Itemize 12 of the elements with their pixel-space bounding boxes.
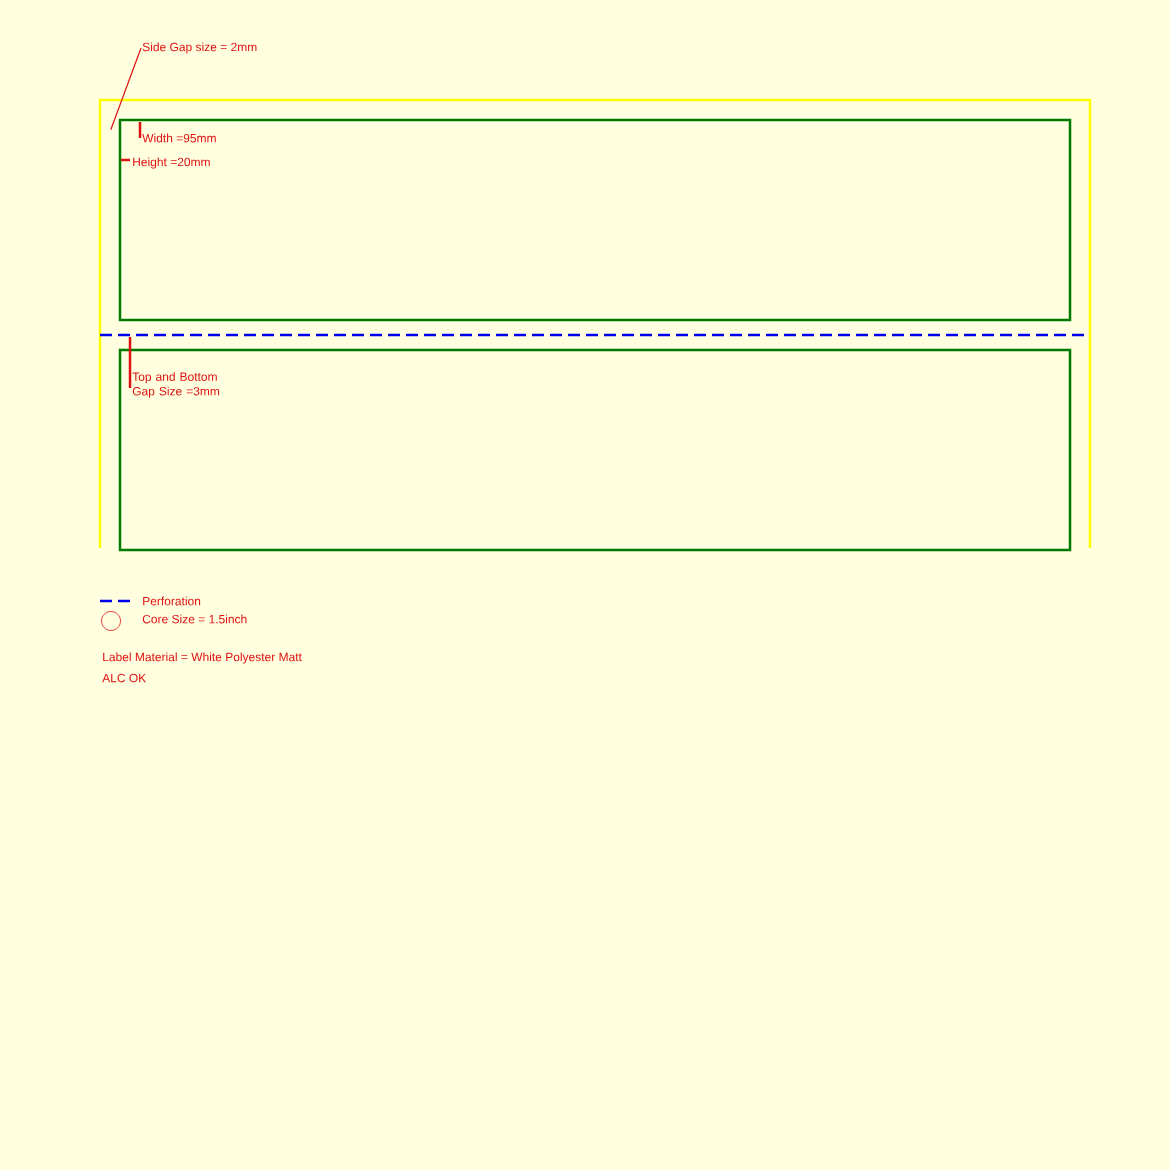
roll-outline [98, 98, 1092, 548]
legend-text: Core Size = 1.5inch [142, 614, 247, 624]
label-box [118, 118, 1072, 322]
leader-line [110, 47, 142, 131]
annotation-text: Side Gap size = 2mm [142, 42, 257, 54]
annotation-text: Height =20mm [133, 157, 210, 169]
annotation-text: Width =95mm [142, 133, 216, 143]
annotation-text: Top and Bottom Gap Size =3mm [132, 372, 220, 398]
legend-text: Perforation [143, 596, 201, 606]
annotation-text: Label Material = White Polyester Matt [103, 652, 302, 664]
label-box [118, 348, 1072, 552]
annotation-text: ALC OK [102, 673, 147, 683]
